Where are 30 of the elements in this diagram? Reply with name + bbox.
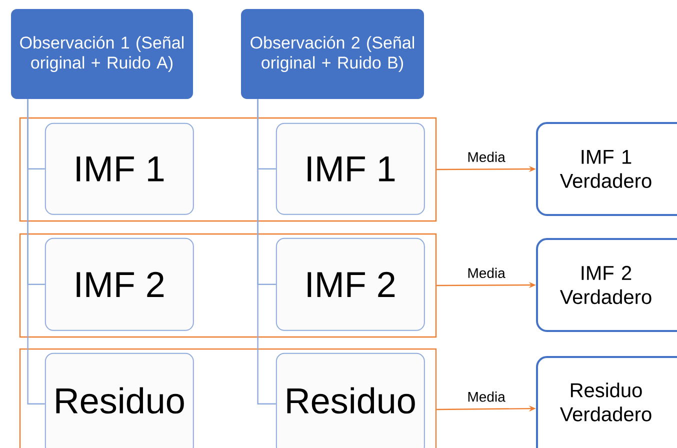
connector-line xyxy=(257,99,276,404)
node-label: Observación 1 (Señal original + Ruido A) xyxy=(20,36,184,72)
group-frame xyxy=(19,233,437,338)
node-label: IMF 2 xyxy=(76,272,164,297)
group-frame xyxy=(19,348,437,448)
component-box xyxy=(44,238,194,331)
component-box xyxy=(276,238,425,331)
header-box xyxy=(11,9,193,99)
result-box xyxy=(536,356,677,448)
node-label: IMF 1 xyxy=(308,156,395,182)
node-label: Residuo xyxy=(56,387,184,414)
node-label: IMF 1 Verdadero xyxy=(560,150,652,188)
node-label: Residuo xyxy=(287,387,415,414)
component-box xyxy=(44,352,194,448)
component-box xyxy=(44,122,194,215)
result-box xyxy=(536,238,677,332)
edge-label: Media xyxy=(466,266,506,280)
component-box xyxy=(276,122,425,215)
result-box xyxy=(536,122,677,216)
node-label: IMF 2 xyxy=(308,272,395,297)
edge-label: Media xyxy=(466,390,506,403)
group-frame xyxy=(19,117,437,222)
node-label: Residuo Verdadero xyxy=(560,382,652,422)
node-label: Observación 2 (Señal original + Ruido B) xyxy=(250,36,414,72)
header-box xyxy=(241,9,424,99)
connector-line xyxy=(27,99,45,404)
node-label: IMF 2 Verdadero xyxy=(560,266,652,304)
edge-label: Media xyxy=(466,150,506,164)
component-box xyxy=(276,352,425,448)
node-label: IMF 1 xyxy=(76,156,164,182)
